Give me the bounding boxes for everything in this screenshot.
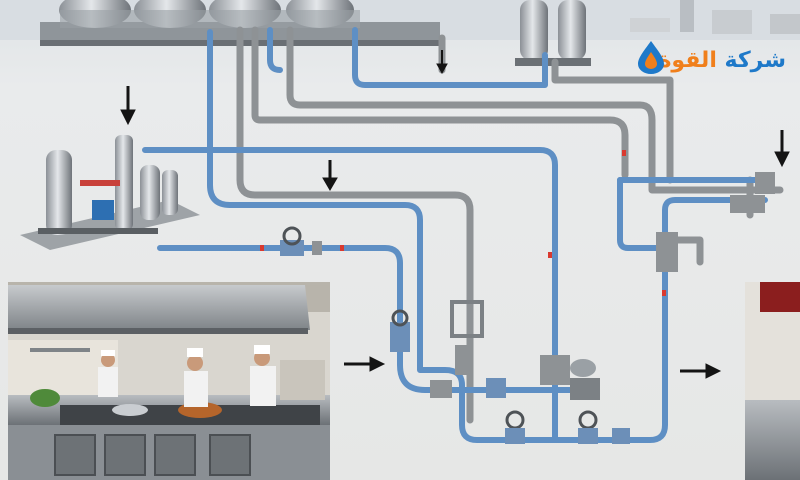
arrow-right-icon: [680, 363, 722, 379]
pipeline-valves: [260, 150, 775, 444]
company-name-part1: شركة: [724, 47, 786, 73]
restaurant-kitchen-with-chefs: [8, 282, 330, 480]
valve-right: [656, 172, 775, 272]
arrow-right-icon: [344, 356, 386, 372]
arrow-down-icon: [774, 130, 790, 168]
arrow-down-icon: [120, 86, 136, 126]
valve-bottom-row: [505, 410, 630, 444]
company-name: شركة القوة: [658, 48, 786, 73]
chef-right: [250, 345, 276, 406]
arrow-down-icon: [436, 50, 448, 75]
arrow-down-icon: [322, 160, 338, 191]
chef-center: [184, 348, 208, 407]
gas-regulator-station: [20, 135, 200, 250]
company-name-part2: القوة: [658, 47, 717, 73]
kitchen-corner-right: [745, 282, 800, 480]
chef-left: [98, 350, 118, 397]
flame-drop-icon: [638, 41, 664, 74]
valve-upper-left: [280, 226, 322, 256]
valve-center-cluster: [390, 300, 600, 400]
blue-gas-pipeline-network: [142, 27, 768, 443]
valve-red-markers: [260, 150, 666, 296]
company-logo: شركة القوة: [636, 40, 786, 80]
flow-direction-arrows: [120, 50, 790, 379]
